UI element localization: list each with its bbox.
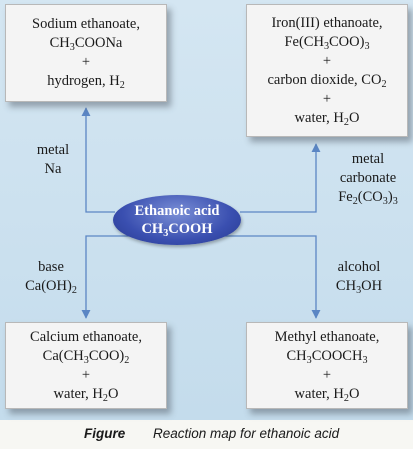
label-formula: CH3OH (335, 278, 383, 296)
box-formula: water, H2O (53, 385, 119, 404)
center-name: Ethanoic acid (134, 203, 220, 219)
figure-caption: Figure Reaction map for ethanoic acid (0, 424, 413, 446)
label-formula: Ca(OH)2 (25, 278, 77, 296)
label-text: base (38, 259, 64, 275)
box-text: Calcium ethanoate, (30, 328, 142, 345)
box-formula: carbon dioxide, CO2 (267, 71, 387, 90)
box-calcium-ethanoate: Calcium ethanoate, Ca(CH3COO)2 + water, … (5, 322, 167, 409)
box-formula: Fe(CH3COO)3 (284, 33, 370, 52)
caption-text: Reaction map for ethanoic acid (153, 426, 340, 441)
box-text: Methyl ethanoate, (274, 328, 380, 345)
center-formula: CH3COOH (141, 221, 213, 239)
arrow-layer (81, 107, 321, 319)
arrow-to-sodium-ethanoate (81, 107, 115, 213)
box-text: + (81, 366, 91, 383)
box-sodium-ethanoate: Sodium ethanoate, CH3COONa + hydrogen, H… (5, 4, 167, 102)
label-metal-carbonate: metal carbonate Fe2(CO3)3 (328, 150, 408, 207)
box-methyl-ethanoate: Methyl ethanoate, CH3COOCH3 + water, H2O (246, 322, 408, 409)
box-text: + (322, 90, 332, 107)
caption-prefix: Figure (84, 426, 126, 441)
label-formula: Fe2(CO3)3 (338, 189, 398, 207)
label-text: carbonate (339, 170, 397, 186)
box-iron-ethanoate: Iron(III) ethanoate, Fe(CH3COO)3 + carbo… (246, 4, 408, 137)
box-text: Iron(III) ethanoate, (271, 14, 383, 31)
box-formula: Ca(CH3COO)2 (42, 347, 130, 366)
arrow-to-calcium-ethanoate (81, 235, 140, 319)
label-text: metal (351, 151, 385, 167)
label-alcohol: alcohol CH3OH (327, 258, 391, 296)
label-formula: Na (44, 161, 62, 177)
box-formula: CH3COONa (49, 35, 123, 53)
label-text: metal (36, 142, 70, 158)
box-text: Sodium ethanoate, (32, 16, 140, 32)
arrow-to-iron-ethanoate (240, 143, 321, 213)
arrow-to-methyl-ethanoate (215, 235, 321, 319)
box-formula: CH3COOCH3 (286, 347, 368, 366)
box-formula: hydrogen, H2 (47, 73, 125, 91)
label-base: base Ca(OH)2 (20, 258, 82, 296)
box-text: + (81, 54, 91, 70)
box-formula: water, H2O (294, 385, 360, 404)
box-text: + (322, 366, 332, 383)
label-text: alcohol (337, 259, 381, 275)
label-metal: metal Na (28, 141, 78, 179)
ethanoic-acid-node: Ethanoic acid CH3COOH (113, 195, 241, 245)
box-text: + (322, 52, 332, 69)
box-formula: water, H2O (294, 109, 360, 128)
